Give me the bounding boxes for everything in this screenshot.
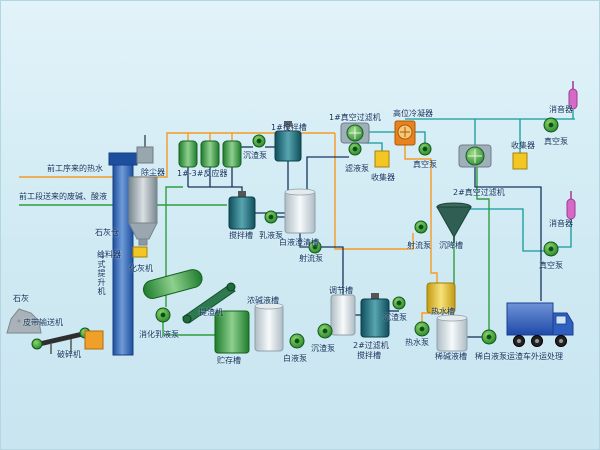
label-hot-water-pump: 热水泵 — [405, 338, 429, 347]
label-vacuum-pump-1: 真空泵 — [413, 160, 437, 169]
label-lime-silo: 石灰仓 — [95, 228, 119, 237]
label-mixing-tank-1: 1#搅拌槽 — [271, 123, 307, 132]
vacuum-pump-2-unit — [543, 117, 559, 133]
label-reactors: 1#-3#反应器 — [177, 169, 228, 178]
high-level-condenser-unit — [394, 120, 416, 146]
collector-1-box — [374, 150, 390, 168]
label-hot-water-tank: 热水槽 — [431, 307, 455, 316]
white-liquor-pump-unit — [289, 333, 305, 349]
regulating-tank-vessel — [330, 294, 356, 336]
settling-cone — [436, 202, 472, 243]
slag-extractor — [182, 282, 236, 324]
label-lime: 石灰 — [13, 294, 29, 303]
label-bucket-elevator: 斗式提升机 — [97, 251, 106, 296]
label-slaking-emulsion-pump: 消化乳液泵 — [139, 330, 179, 339]
label-crusher: 破碎机 — [57, 350, 81, 359]
label-truck-disposal: 运渣车外运处理 — [507, 352, 563, 361]
label-jet-pump-2: 射流泵 — [407, 241, 431, 250]
label-dilute-white-liquor-pump: 稀白液泵 — [475, 352, 507, 361]
label-vacuum-filter-2: 2#真空过滤机 — [453, 188, 505, 197]
label-emulsion-pump: 乳液泵 — [259, 231, 283, 240]
dilute-white-liquor-pump-unit — [481, 329, 497, 345]
label-hot-water-in: 前工序来的热水 — [47, 164, 103, 173]
label-settling-tank: 沉降槽 — [439, 241, 463, 250]
storage-tank-vessel — [214, 310, 250, 354]
vacuum-pump-3-unit — [543, 241, 559, 257]
label-belt-conveyor: 皮带输送机 — [23, 318, 63, 327]
slaking-emulsion-pump-unit — [155, 307, 171, 323]
mixing-tank-1 — [274, 121, 302, 162]
jet-pump-2-unit — [414, 220, 428, 234]
label-muffler-2: 消音器 — [549, 219, 573, 228]
label-filtrate-pump: 滤液泵 — [345, 164, 369, 173]
muffler-2-unit — [566, 191, 576, 220]
conc-alkali-tank-vessel — [254, 302, 284, 352]
lime-silo — [128, 176, 158, 246]
label-vacuum-pump-2: 真空泵 — [544, 137, 568, 146]
label-jet-pump-1: 射流泵 — [299, 254, 323, 263]
pipes-liquor — [19, 167, 490, 336]
label-lime-slaker: 化灰机 — [129, 264, 153, 273]
hot-water-pump-unit — [414, 321, 430, 337]
dilute-alkali-tank-vessel — [436, 314, 468, 352]
label-vacuum-pump-3: 真空泵 — [539, 261, 563, 270]
label-sediment-pump-2: 沉渣泵 — [311, 344, 335, 353]
collector-2-box — [512, 152, 528, 170]
label-collector-1: 收集器 — [371, 173, 395, 182]
label-storage-tank: 贮存槽 — [217, 356, 241, 365]
lime-slaker — [142, 269, 203, 299]
label-conc-alkali-tank: 浓碱液槽 — [247, 296, 279, 305]
mixing-tank-2 — [228, 191, 256, 230]
label-white-liquor-pump: 白液泵 — [283, 354, 307, 363]
label-dust-collector: 除尘器 — [141, 168, 165, 177]
dust-collector — [136, 135, 154, 164]
label-white-liquor-clarifier: 白液澄清槽 — [279, 238, 319, 247]
hot-water-tank-vessel — [426, 282, 456, 314]
pumps — [155, 117, 559, 349]
jet-pump-1-unit — [308, 240, 322, 254]
filtrate-pump-unit — [348, 142, 362, 156]
pipes-hot-water — [19, 132, 438, 325]
sediment-pump-3-unit — [392, 296, 406, 310]
label-feeder: 给料器 — [97, 250, 121, 259]
label-vacuum-filter-1: 1#真空过滤机 — [329, 113, 381, 122]
vacuum-filter-2-drum — [458, 144, 492, 168]
sediment-pump-2-unit — [317, 323, 333, 339]
muffler-1-unit — [568, 81, 578, 110]
white-liquor-clarifier — [284, 188, 316, 234]
label-mixing-tank-2: 搅拌槽 — [229, 231, 253, 240]
label-collector-2: 收集器 — [511, 141, 535, 150]
pipes-process — [187, 146, 542, 338]
label-filter2-mixing-tank-line1: 2#过滤机 — [353, 341, 389, 350]
feeder — [132, 246, 148, 258]
label-sediment-pump-3: 沉渣泵 — [383, 313, 407, 322]
label-sediment-pump-1: 沉渣泵 — [243, 151, 267, 160]
label-high-level-condenser: 高位冷凝器 — [393, 109, 433, 118]
sediment-pump-1-unit — [252, 134, 266, 148]
vacuum-filter-1-drum — [340, 122, 370, 144]
label-regulating-tank: 调节槽 — [329, 286, 353, 295]
reactor-tanks — [178, 140, 242, 168]
crusher — [84, 330, 104, 350]
label-slag-extractor: 提渣机 — [199, 308, 223, 317]
label-dilute-alkali-tank: 稀碱液槽 — [435, 352, 467, 361]
emulsion-pump-unit — [264, 210, 278, 224]
truck — [506, 302, 574, 347]
label-muffler-1: 消音器 — [549, 105, 573, 114]
filter2-mixing-tank-vessel — [360, 293, 390, 338]
bucket-elevator — [108, 152, 138, 356]
rock-pile — [6, 308, 42, 334]
label-waste-liquor-in: 前工段送来的废碱、酸液 — [19, 192, 107, 201]
label-filter2-mixing-tank-line2: 搅拌槽 — [357, 351, 381, 360]
vacuum-pump-1-unit — [418, 142, 432, 156]
